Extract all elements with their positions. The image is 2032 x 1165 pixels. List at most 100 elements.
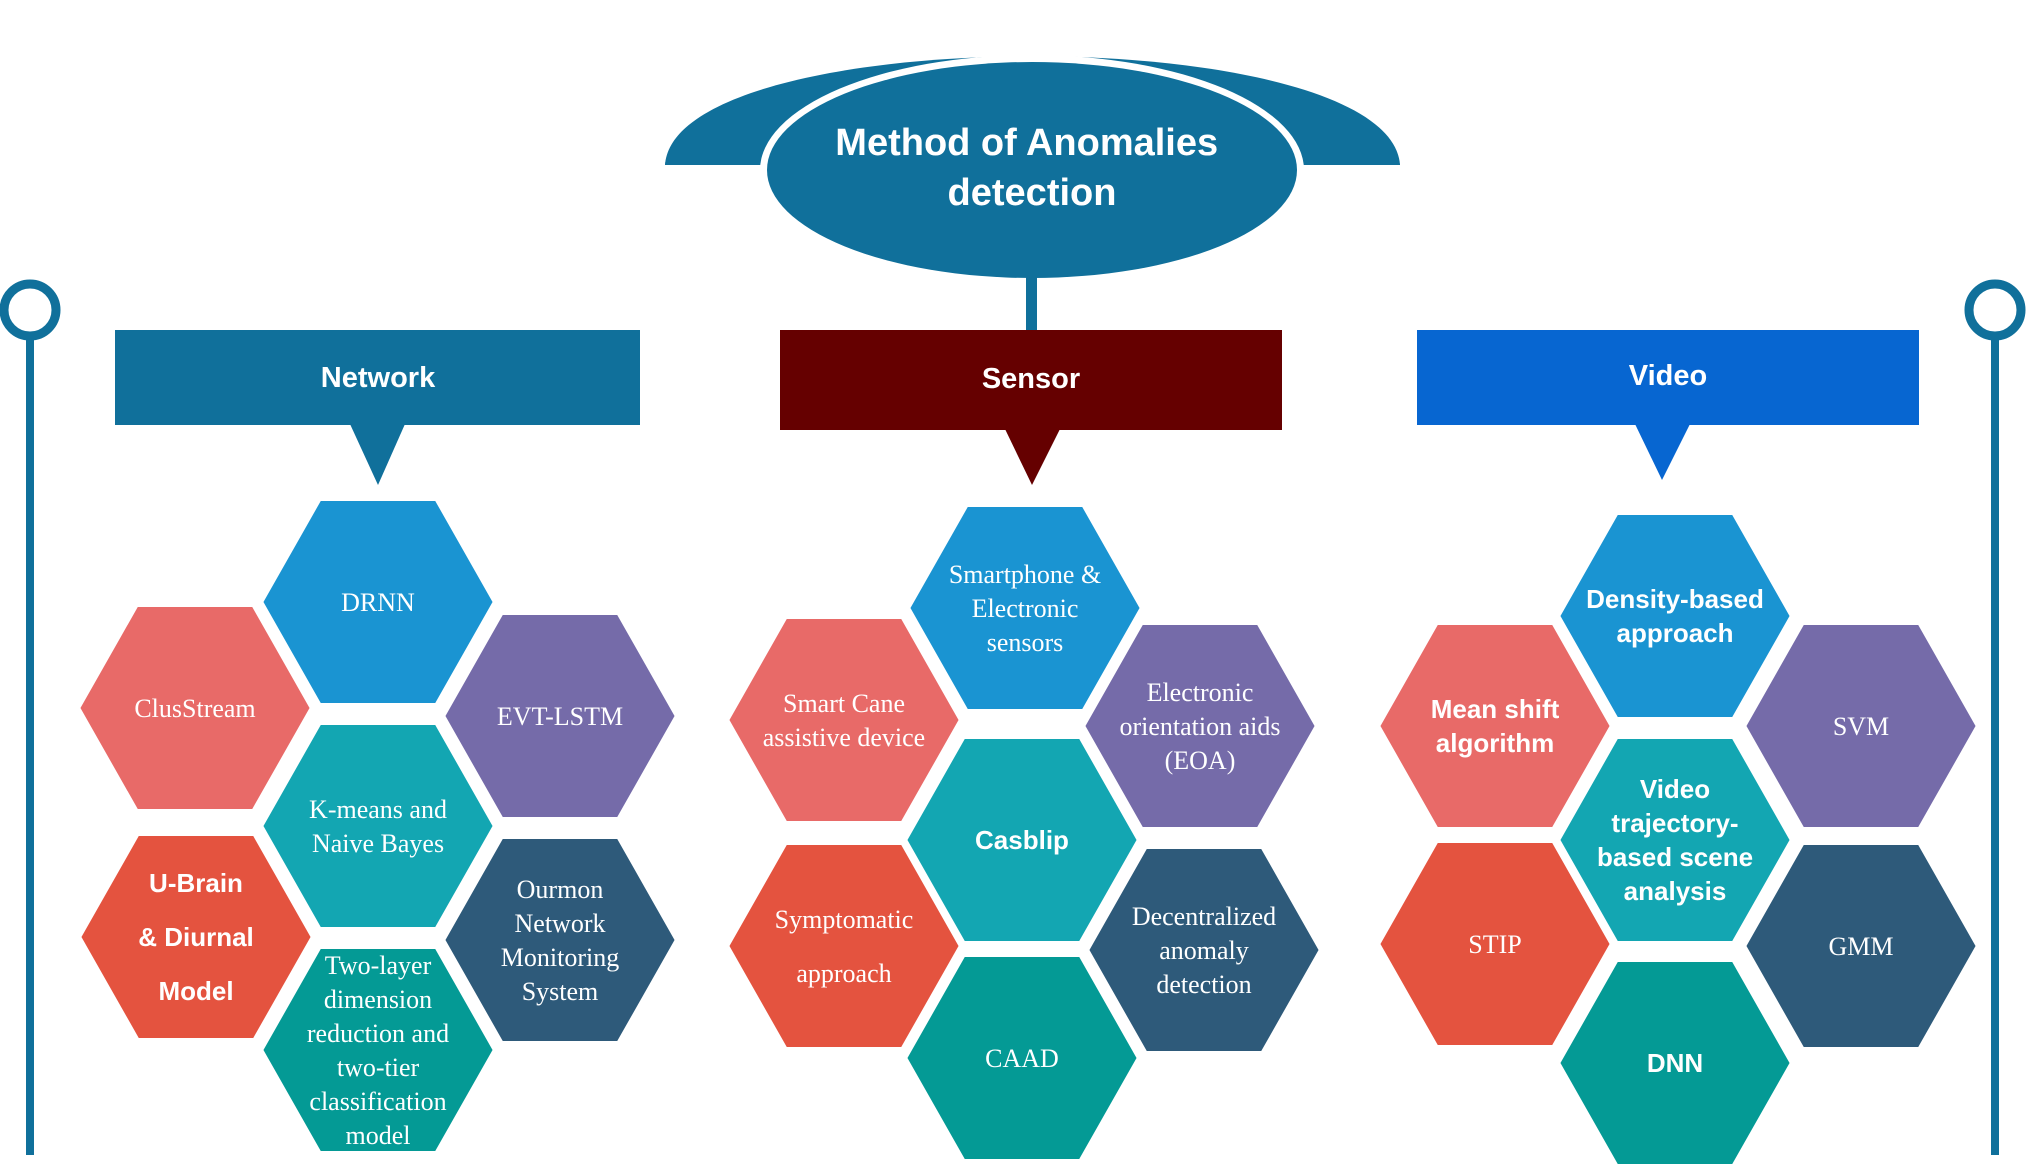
hexagon-shape-symptomatic bbox=[722, 839, 966, 1053]
hexagon-svm: SVM bbox=[1739, 619, 1983, 833]
hexagon-label-line: model bbox=[346, 1121, 411, 1150]
hexagon-label-clusstream: ClusStream bbox=[134, 694, 255, 723]
hexagon-label-line: Density-based bbox=[1586, 584, 1764, 614]
hexagon-label-line: U-Brain bbox=[149, 868, 243, 898]
hexagon-label-line: DNN bbox=[1647, 1048, 1703, 1078]
hexagon-label-line: Smart Cane bbox=[783, 689, 905, 718]
hexagon-label-line: Decentralized bbox=[1132, 902, 1276, 931]
hexagon-caad: CAAD bbox=[900, 951, 1144, 1165]
hexagon-shape-decentralized bbox=[1082, 843, 1326, 1057]
hexagon-label-line: detection bbox=[1156, 970, 1251, 999]
hexagon-label-line: algorithm bbox=[1436, 728, 1554, 758]
title-text: Method of Anomalies detection bbox=[835, 122, 1228, 214]
hexagon-label-line: Casblip bbox=[975, 825, 1069, 855]
right-pole bbox=[1964, 279, 2026, 1155]
hexagon-label-svm: SVM bbox=[1833, 712, 1889, 741]
hexagon-label-dnn: DNN bbox=[1647, 1048, 1703, 1078]
hexagon-drnn: DRNN bbox=[256, 495, 500, 709]
hexagon-label-drnn: DRNN bbox=[341, 588, 415, 617]
hexagon-shape-dnn bbox=[1553, 956, 1797, 1165]
hexagon-label-line: SVM bbox=[1833, 712, 1889, 741]
hexagon-label-line: approach bbox=[1616, 618, 1733, 648]
hexagon-label-line: Mean shift bbox=[1431, 694, 1560, 724]
title-stem bbox=[1026, 277, 1037, 335]
hexagon-shape-caad bbox=[900, 951, 1144, 1165]
hexagon-label-decentralized: Decentralized anomaly detection bbox=[1132, 902, 1276, 999]
hexagon-clusstream: ClusStream bbox=[73, 601, 317, 815]
hexagon-label-smart-cane: Smart Cane assistive device bbox=[763, 689, 925, 752]
title-ellipse bbox=[767, 62, 1297, 278]
hexagon-decentralized: Decentralized anomaly detection bbox=[1082, 843, 1326, 1057]
hexagon-shape-u-brain bbox=[74, 830, 318, 1044]
hexagon-label-line: Ourmon bbox=[517, 875, 604, 904]
hexagon-shape-smart-cane bbox=[722, 613, 966, 827]
title-line-2: detection bbox=[948, 172, 1117, 214]
hexagon-label-line: System bbox=[522, 977, 599, 1006]
hexagon-label-line: trajectory- bbox=[1611, 808, 1738, 838]
left-pole bbox=[0, 279, 61, 1155]
hexagon-shape-mean-shift bbox=[1373, 619, 1617, 833]
hexagon-label-line: Smartphone & bbox=[949, 560, 1101, 589]
hexagon-label-line: Electronic bbox=[972, 594, 1079, 623]
category-network-label: Network bbox=[321, 362, 436, 394]
hexagon-shape-two-layer bbox=[256, 943, 500, 1157]
hexagon-label-line: analysis bbox=[1624, 876, 1727, 906]
hexagon-label-line: EVT-LSTM bbox=[497, 702, 623, 731]
hexagon-label-symptomatic: Symptomatic approach bbox=[775, 905, 914, 988]
hexagon-mean-shift: Mean shift algorithm bbox=[1373, 619, 1617, 833]
hexagon-label-line: Naive Bayes bbox=[312, 829, 444, 858]
hexagon-label-line: based scene bbox=[1597, 842, 1753, 872]
hexagon-shape-svm bbox=[1739, 619, 1983, 833]
hexagon-smart-cane: Smart Cane assistive device bbox=[722, 613, 966, 827]
hexagon-label-line: GMM bbox=[1828, 932, 1893, 961]
hexagon-label-density: Density-based approach bbox=[1586, 584, 1764, 648]
hexagon-label-line: approach bbox=[796, 959, 891, 988]
hexagon-shape-density bbox=[1553, 509, 1797, 723]
hexagon-label-line: DRNN bbox=[341, 588, 415, 617]
hexagon-evt-lstm: EVT-LSTM bbox=[438, 609, 682, 823]
hexagon-shape-eoa bbox=[1078, 619, 1322, 833]
hexagon-label-line: STIP bbox=[1468, 930, 1521, 959]
hexagon-dnn: DNN bbox=[1553, 956, 1797, 1165]
hexagon-shape-stip bbox=[1373, 837, 1617, 1051]
hexagon-label-line: two-tier bbox=[337, 1053, 420, 1082]
hexagon-symptomatic: Symptomatic approach bbox=[722, 839, 966, 1053]
hexagon-label-line: Monitoring bbox=[501, 943, 619, 972]
hexagon-label-line: (EOA) bbox=[1165, 746, 1236, 775]
hexagon-label-line: Two-layer bbox=[325, 951, 432, 980]
hexagon-label-line: assistive device bbox=[763, 723, 925, 752]
hexagon-label-line: CAAD bbox=[985, 1044, 1059, 1073]
hexagon-shape-clusstream bbox=[73, 601, 317, 815]
hexagon-label-line: & Diurnal bbox=[138, 922, 254, 952]
category-video-header: Video bbox=[1417, 330, 1919, 480]
hexagon-label-casblip: Casblip bbox=[975, 825, 1069, 855]
category-network-header: Network bbox=[115, 330, 640, 485]
hexagon-label-caad: CAAD bbox=[985, 1044, 1059, 1073]
hexagon-label-line: Symptomatic bbox=[775, 905, 914, 934]
hexagon-shape-kmeans-naive-bayes bbox=[256, 719, 500, 933]
hexagon-label-line: K-means and bbox=[309, 795, 447, 824]
hexagon-shape-drnn bbox=[256, 495, 500, 709]
hexagon-label-line: classification bbox=[309, 1087, 446, 1116]
hexagon-label-line: anomaly bbox=[1159, 936, 1249, 965]
category-sensor-label: Sensor bbox=[982, 363, 1080, 395]
hexagon-label-line: Model bbox=[158, 976, 233, 1006]
hexagon-label-mean-shift: Mean shift algorithm bbox=[1431, 694, 1560, 758]
hexagon-label-stip: STIP bbox=[1468, 930, 1521, 959]
hexagon-label-line: reduction and bbox=[307, 1019, 449, 1048]
